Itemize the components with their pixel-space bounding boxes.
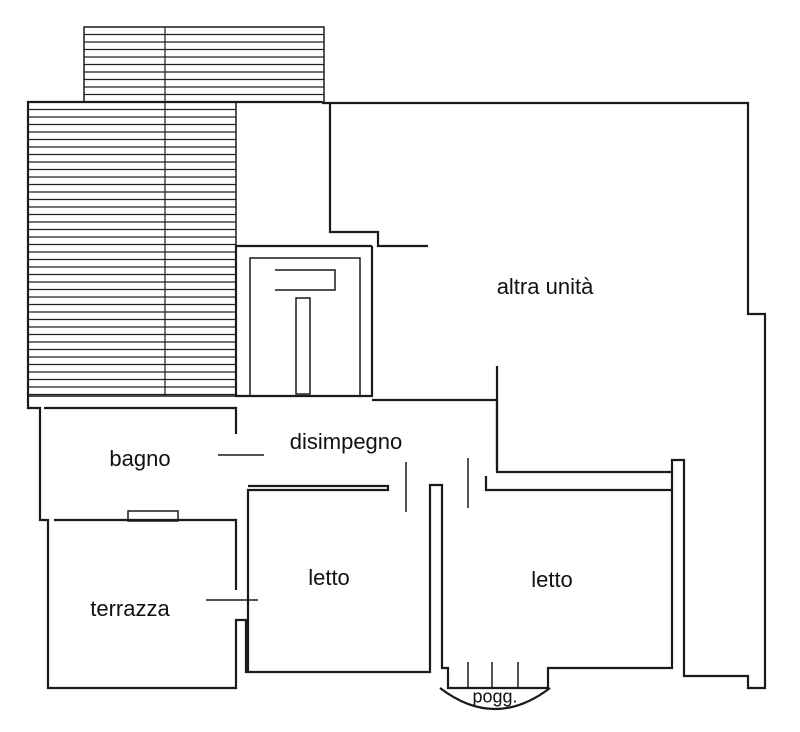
room-label-letto-1: letto	[308, 565, 350, 590]
letto-2-top-wall	[484, 476, 672, 492]
altra-unita-outline	[26, 100, 767, 690]
room-label-letto-2: letto	[531, 567, 573, 592]
stair-landing	[275, 269, 336, 291]
roof-lower	[27, 101, 237, 397]
poggiolo-outline	[439, 687, 551, 711]
altra-unita-inner-wall	[328, 104, 428, 248]
walls	[26, 100, 767, 711]
stair-right-wall	[234, 244, 374, 398]
disimpegno-top-wall	[372, 398, 672, 474]
bagno-outline	[44, 406, 238, 434]
room-label-disimpegno: disimpegno	[289, 429, 403, 454]
terrazza-window	[127, 510, 179, 522]
stair-core	[295, 297, 311, 395]
letto-1-top-wall	[246, 484, 390, 672]
terrazza-outline	[54, 518, 238, 590]
room-label-terrazza: terrazza	[90, 596, 170, 621]
room-label-altra-unita: altra unità	[496, 274, 594, 299]
roof-hatching	[27, 26, 325, 397]
room-label-poggiolo: pogg.	[472, 686, 518, 707]
room-label-bagno: bagno	[109, 446, 171, 471]
stairwell	[249, 257, 361, 397]
